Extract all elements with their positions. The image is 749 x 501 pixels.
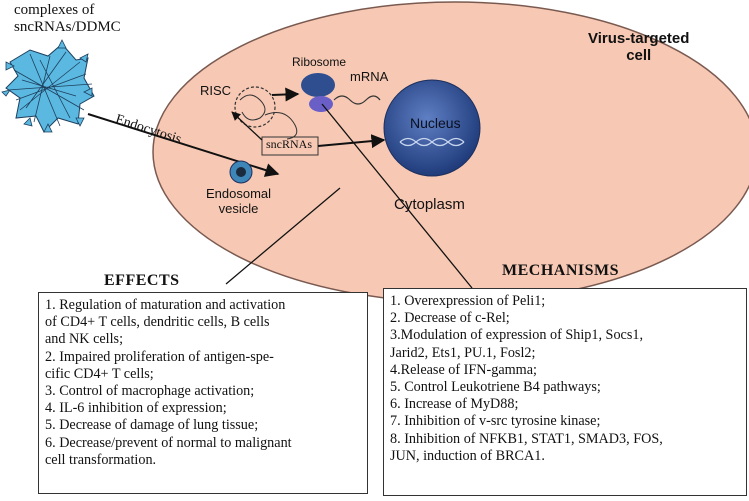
mechanisms-box: 1. Overexpression of Peli1; 2. Decrease … [383,288,747,496]
mechanisms-line: 5. Control Leukotriene B4 pathways; [390,379,601,396]
connector-mechanisms [321,103,473,289]
effects-line: of CD4+ T cells, dendritic cells, B cell… [45,314,270,331]
effects-line: 3. Control of macrophage activation; [45,383,255,400]
ribosome-label: Ribosome [292,55,347,69]
ribosome-large-subunit [301,73,335,97]
mechanisms-line: 6. Increase of MyD88; [390,396,519,413]
mechanisms-list: 1. Overexpression of Peli1; 2. Decrease … [390,293,740,465]
effects-box: 1. Regulation of maturation and activati… [38,292,368,494]
mechanisms-line: 3.Modulation of expression of Ship1, Soc… [390,327,643,344]
dna-strand-2 [399,137,465,147]
mechanisms-line: 1. Overexpression of Peli1; [390,293,546,309]
mechanisms-line: 7. Inhibition of v-src tyrosine kinase; [390,413,601,430]
mechanisms-line: 4.Release of IFN-gamma; [390,361,537,378]
nucleus-shape [383,79,481,177]
effects-line: and NK cells; [45,331,124,348]
effects-line: 4. IL-6 inhibition of expression; [45,400,227,417]
complexes-label: complexes of sncRNAs/DDMC [14,2,121,35]
effects-line: cell transformation. [45,451,157,468]
mechanisms-line: 2. Decrease of c-Rel; [390,310,510,327]
effects-list: 1. Regulation of maturation and activati… [45,297,361,469]
sncrna-ddmc-complex [1,39,95,133]
arrow-risc-to-ribosome [271,87,300,102]
connector-effects [225,187,341,285]
mrna-strand [333,95,381,105]
arrow-sncrna-to-risc [231,111,263,141]
nucleus-label: Nucleus [410,115,461,131]
cell-label: Virus-targeted cell [588,30,690,64]
effects-line: 2. Impaired proliferation of antigen-spe… [45,348,274,365]
mechanisms-line: JUN, induction of BRCA1. [390,447,545,464]
mrna-label: mRNA [350,69,389,84]
cytoplasm-label: Cytoplasm [394,196,465,213]
mechanisms-heading: MECHANISMS [502,262,620,279]
risc-label: RISC [200,83,232,98]
mechanisms-line: 8. Inhibition of NFKB1, STAT1, SMAD3, FO… [390,430,663,447]
effects-line: 5. Decrease of damage of lung tissue; [45,417,259,434]
effects-line: 1. Regulation of maturation and activati… [45,297,286,313]
ribosome-small-subunit [309,96,333,112]
effects-heading: EFFECTS [104,272,180,289]
effects-line: 6. Decrease/prevent of normal to maligna… [45,434,292,451]
effects-line: cific CD4+ T cells; [45,365,154,382]
mechanisms-line: Jarid2, Ets1, PU.1, Fosl2; [390,344,536,361]
endosomal-vesicle-core [236,167,246,177]
risc-complex [234,86,276,128]
sncrnas-label: sncRNAs [266,137,313,151]
endosomal-label: Endosomal vesicle [206,186,272,216]
arrow-sncrna-to-nucleus [317,134,386,149]
